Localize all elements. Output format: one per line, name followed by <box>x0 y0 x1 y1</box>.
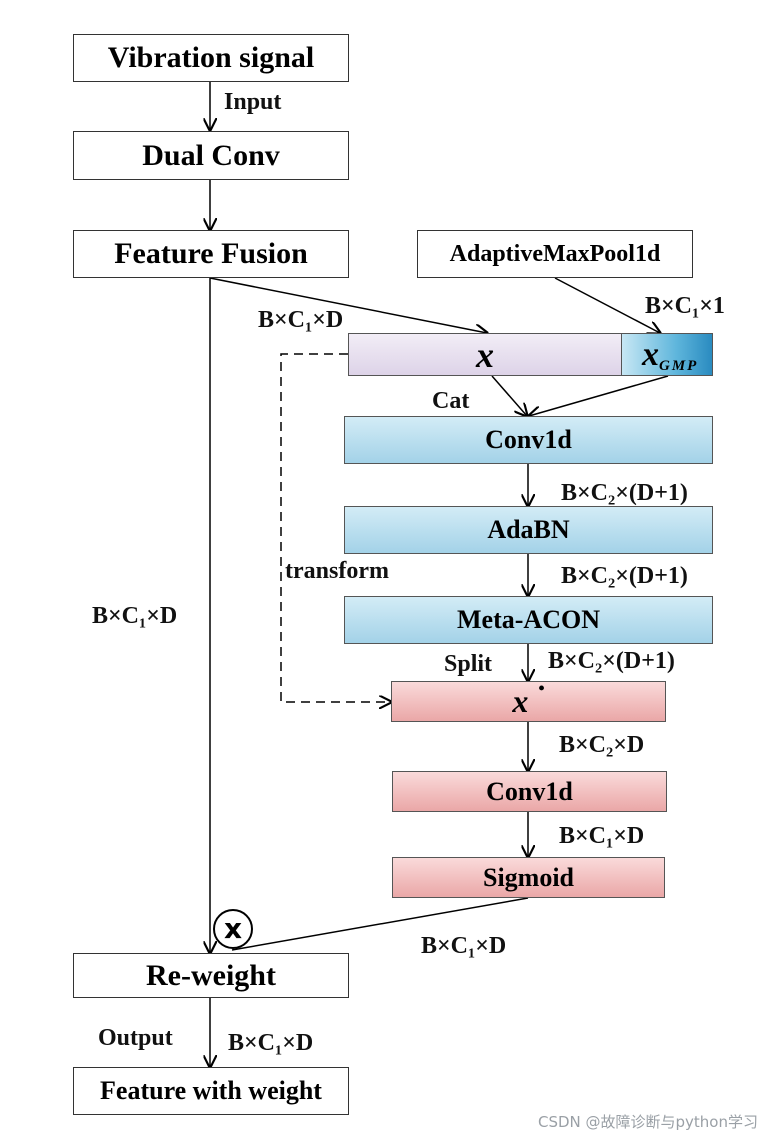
arrow-pool-to-xgmp <box>554 277 660 333</box>
input-label: Input <box>224 89 282 115</box>
cat-label: Cat <box>432 388 470 414</box>
line-sigmoid-to-multiply <box>231 897 529 951</box>
split-label: Split <box>444 651 493 677</box>
shape-label-output: B×C₁×D <box>228 1030 314 1056</box>
output-label: Output <box>98 1025 173 1051</box>
transform-label: transform <box>285 558 389 584</box>
x-main-symbol: x <box>476 334 494 375</box>
shape-label-metaacon-out: B×C₂×(D+1) <box>548 648 675 674</box>
feature-fusion-text: Feature Fusion <box>114 237 308 270</box>
shape-label-fusion: B×C₁×D <box>258 307 344 333</box>
x-dot-symbol: x <box>512 683 529 719</box>
adaptive-max-pool-text: AdaptiveMaxPool1d <box>449 240 661 267</box>
feature-with-weight-text: Feature with weight <box>100 1076 322 1105</box>
arrow-x-to-conv <box>491 375 527 416</box>
arrow-fusion-to-x <box>209 277 487 333</box>
shape-label-xdot-out: B×C₂×D <box>559 732 645 758</box>
x-gmp-symbol: x <box>642 335 659 373</box>
meta-acon-box: Meta-ACON <box>344 596 713 644</box>
conv1d-bottom-text: Conv1d <box>486 776 573 806</box>
reweight-box: Re-weight <box>73 953 349 998</box>
conv1d-top-box: Conv1d <box>344 416 713 464</box>
adabn-text: AdaBN <box>487 515 570 544</box>
shape-label-sigmoid-out: B×C₁×D <box>421 933 507 959</box>
dual-conv-box: Dual Conv <box>73 131 349 180</box>
adaptive-max-pool-box: AdaptiveMaxPool1d <box>417 230 693 278</box>
meta-acon-text: Meta-ACON <box>457 605 600 634</box>
adabn-box: AdaBN <box>344 506 713 554</box>
dual-conv-text: Dual Conv <box>142 138 280 172</box>
reweight-text: Re-weight <box>146 958 276 992</box>
shape-label-adabn-out: B×C₂×(D+1) <box>561 563 688 589</box>
x-dot-mark: • <box>538 678 545 698</box>
sigmoid-box: Sigmoid <box>392 857 665 898</box>
conv1d-bottom-box: Conv1d <box>392 771 667 812</box>
vibration-signal-box: Vibration signal <box>73 34 349 82</box>
sigmoid-text: Sigmoid <box>482 862 575 892</box>
feature-with-weight-box: Feature with weight <box>73 1067 349 1115</box>
multiply-symbol: x <box>223 912 243 945</box>
shape-label-pool: B×C₁×1 <box>645 293 725 319</box>
multiply-icon: x <box>213 909 253 949</box>
x-gmp-subscript: GMP <box>659 358 699 374</box>
shape-label-conv2-out: B×C₁×D <box>559 823 645 849</box>
vibration-signal-text: Vibration signal <box>107 41 315 74</box>
conv1d-top-text: Conv1d <box>485 425 572 454</box>
x-dot-box: x• <box>391 678 666 722</box>
arrow-xgmp-to-conv <box>529 375 669 416</box>
x-concat-main-box: x <box>348 333 622 376</box>
feature-fusion-box: Feature Fusion <box>73 230 349 278</box>
dashed-transform-path <box>280 353 391 702</box>
watermark: CSDN @故障诊断与python学习 <box>537 1113 758 1131</box>
shape-label-left: B×C₁×D <box>92 603 178 629</box>
shape-label-conv1d-out: B×C₂×(D+1) <box>561 480 688 506</box>
